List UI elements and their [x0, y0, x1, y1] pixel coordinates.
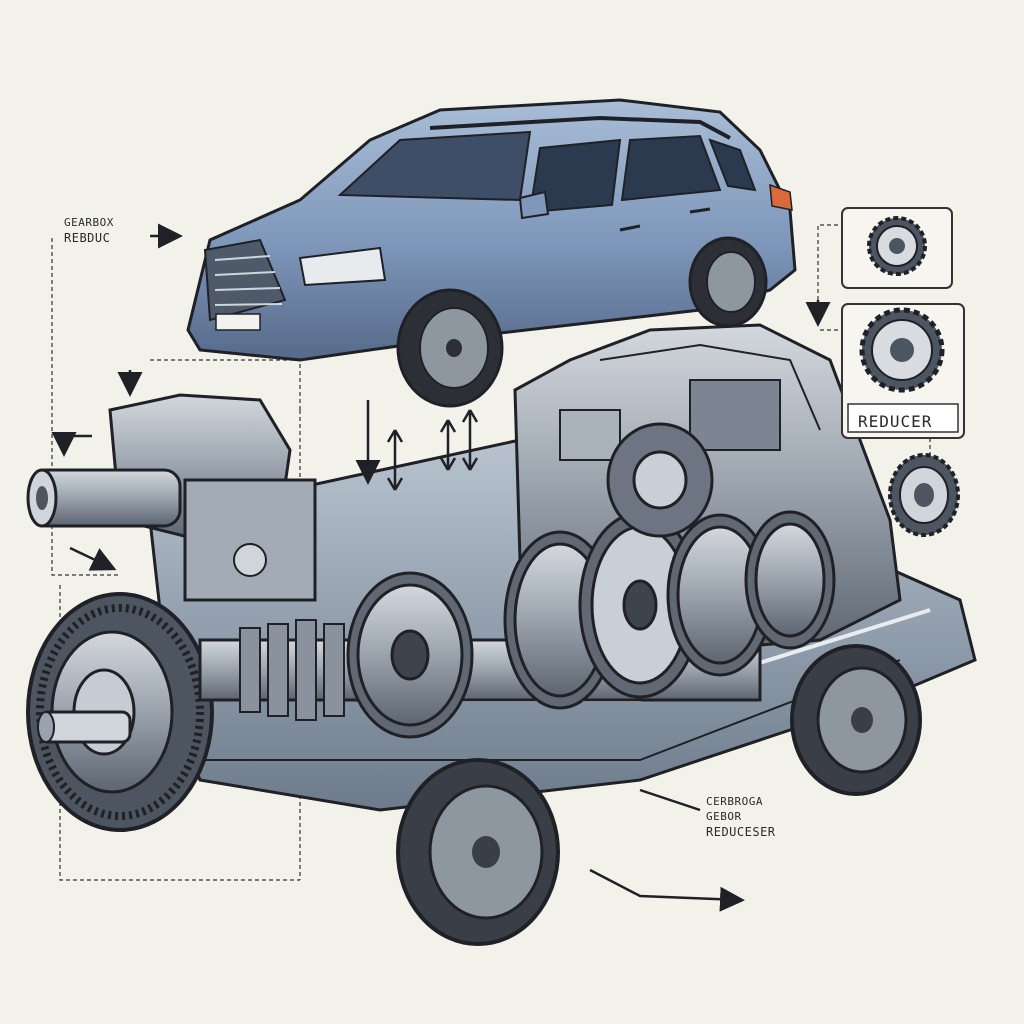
label-gearbox-line1: GEARBOX — [64, 216, 114, 229]
label-bottom-line2: GEBOR — [706, 810, 742, 823]
gear-icon — [859, 307, 945, 393]
callout-gear-top — [841, 207, 953, 289]
rear-wheel — [790, 644, 922, 796]
label-bottom-line3: REDUCESER — [706, 825, 776, 839]
label-gearbox-line2: REBDUC — [64, 231, 111, 245]
gear-stack — [346, 422, 836, 739]
suv-car — [186, 98, 797, 408]
gear-icon — [867, 216, 927, 276]
flywheel — [26, 592, 214, 832]
label-reducer: REDUCER — [858, 412, 933, 431]
arrows — [51, 223, 831, 912]
callout-reducer — [841, 303, 965, 439]
ring-gear-icon — [888, 453, 960, 537]
input-shaft-assembly — [26, 393, 317, 602]
front-wheel — [396, 758, 560, 946]
label-bottom-line1: CERBROGA — [706, 795, 763, 808]
